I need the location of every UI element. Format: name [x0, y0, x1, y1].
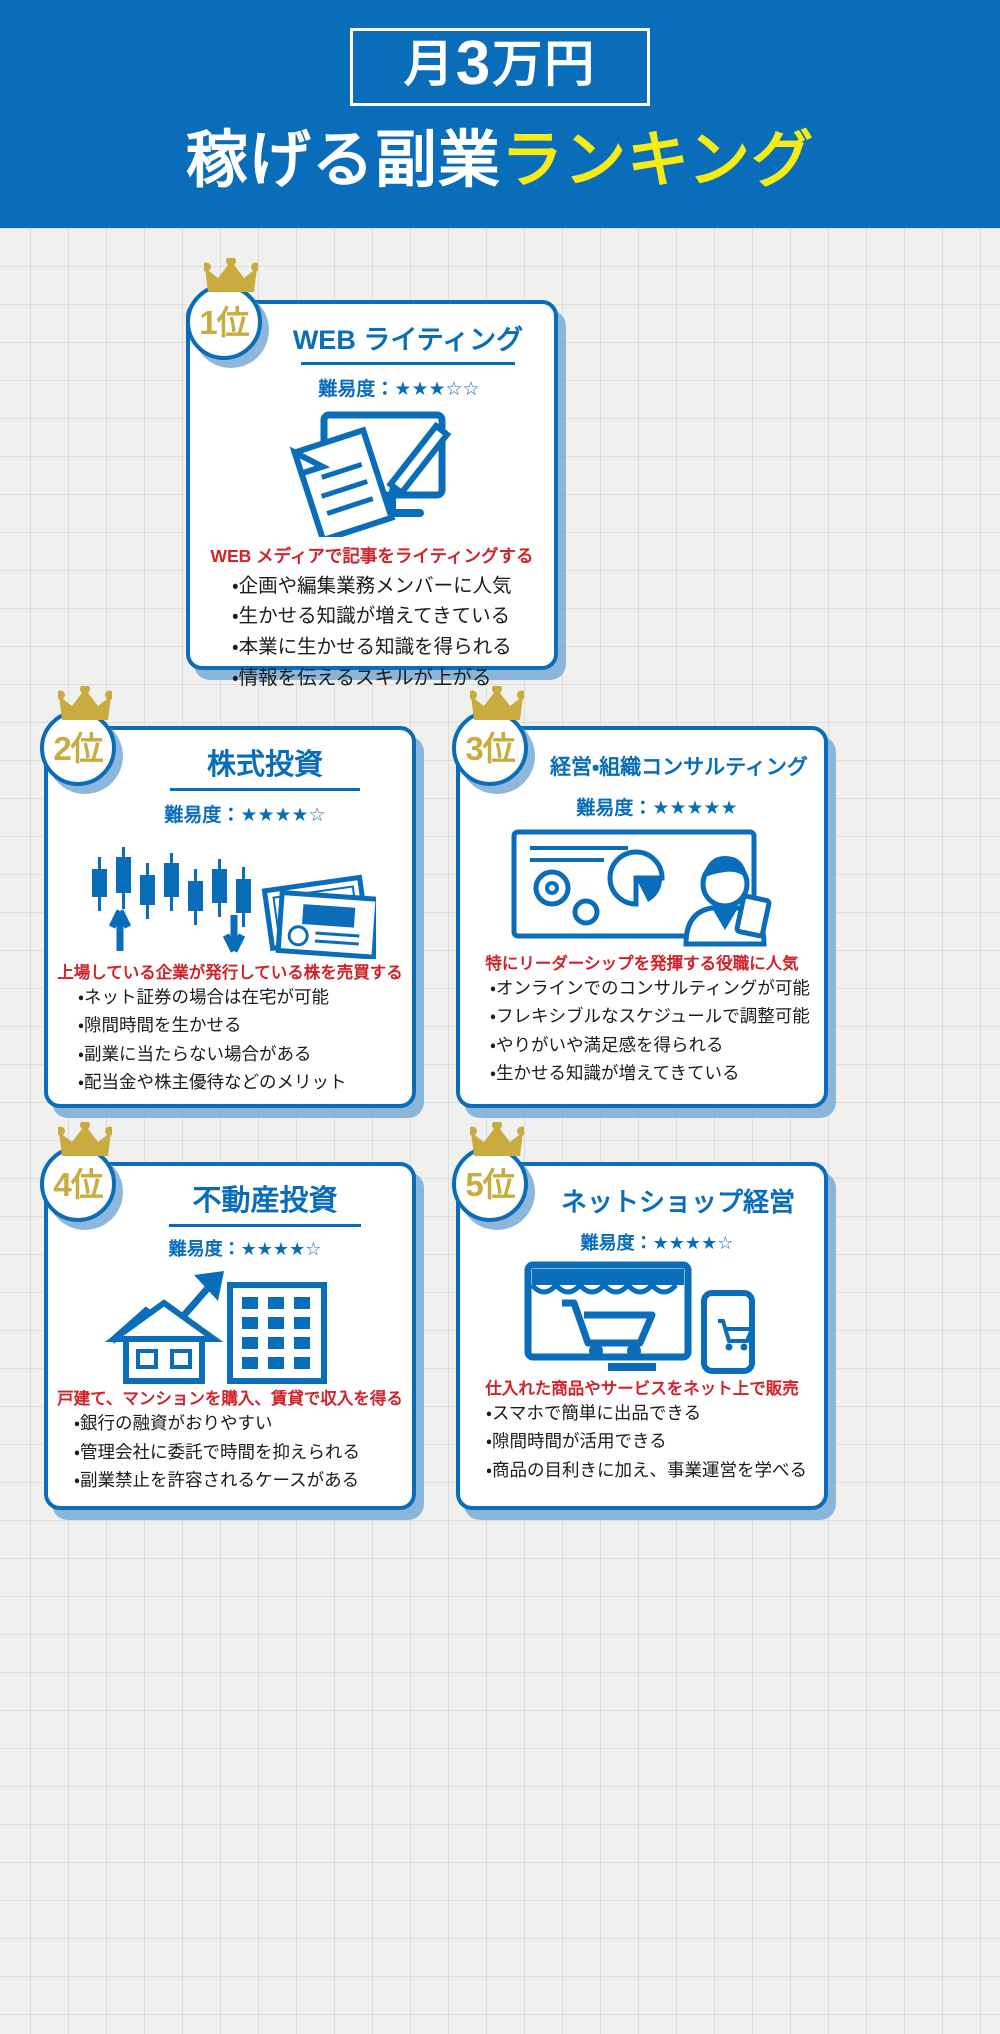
difficulty-stars-3: ★★★★★ — [652, 798, 738, 820]
list-item: ・副業禁止を許容されるケースがある — [74, 1470, 360, 1491]
difficulty-stars-4: ★★★★☆ — [240, 1238, 322, 1259]
rank-label-1: 1位 — [199, 303, 249, 341]
header-badge-text: 月3万円 — [404, 33, 596, 95]
crown-icon-5 — [470, 1122, 524, 1156]
rank-badge-4: 4位 — [40, 1146, 116, 1222]
red-headline-4: 戸建て、マンションを購入、賃貸で収入を得る — [57, 1389, 403, 1408]
bullet-list-2: ・ネット証券の場合は在宅が可能 ・隙間時間を生かせる ・副業に当たらない場合があ… — [48, 983, 412, 1096]
crown-icon-4 — [58, 1122, 112, 1156]
red-headline-5: 仕入れた商品やサービスをネット上で販売 — [485, 1379, 799, 1398]
bullet-list-4: ・銀行の融資がおりやすい ・管理会社に委託で時間を抑えられる ・副業禁止を許容さ… — [48, 1409, 412, 1495]
header-main-yellow: ランキング — [500, 126, 815, 195]
rank-card-1[interactable]: WEB ライティング 難易度：★★★☆☆ WEB メディアで記事をライティングす… — [186, 300, 558, 689]
difficulty-4: 難易度：★★★★☆ — [48, 1235, 412, 1261]
rank-label-5: 5位 — [465, 1165, 515, 1203]
list-item: ・スマホで簡単に出品できる — [486, 1402, 702, 1423]
crown-icon-3 — [470, 686, 524, 720]
difficulty-1: 難易度：★★★☆☆ — [190, 374, 554, 401]
card-title-2: 株式投資 — [206, 749, 323, 781]
title-divider-2 — [170, 787, 360, 791]
list-item: ・生かせる知識が増えてきている — [490, 1063, 740, 1084]
list-item: ・管理会社に委託で時間を抑えられる — [74, 1441, 360, 1462]
header-badge-prefix: 月 — [403, 36, 456, 92]
title-divider-1 — [301, 361, 515, 365]
house-building-growth-arrow-icon — [104, 1270, 327, 1384]
rank-badge-5: 5位 — [452, 1146, 528, 1222]
header-main-white: 稼げる副業 — [185, 126, 501, 195]
header-banner: 月3万円 稼げる副業ランキング — [0, 0, 1000, 228]
bullet-list-3: ・オンラインでのコンサルティングが可能 ・フレキシブルなスケジュールで調整可能 … — [460, 974, 824, 1087]
difficulty-label-3: 難易度： — [576, 798, 653, 820]
difficulty-label-2: 難易度： — [164, 804, 241, 826]
ecommerce-cart-monitor-phone-icon — [524, 1261, 755, 1374]
rank-card-4[interactable]: 不動産投資 難易度：★★★★☆ 戸建て、マンションを購入、賃貸で収入を得る ・銀… — [44, 1162, 416, 1510]
list-item: ・副業に当たらない場合がある — [78, 1043, 312, 1064]
card-title-5: ネットショップ経営 — [560, 1187, 795, 1217]
card-title-1: WEB ライティング — [292, 325, 524, 355]
list-item: ・隙間時間を生かせる — [78, 1015, 242, 1036]
difficulty-stars-2: ★★★★☆ — [240, 804, 326, 826]
rank-label-4: 4位 — [53, 1165, 103, 1203]
document-pen-monitor-icon — [289, 411, 452, 537]
rank-badge-2: 2位 — [40, 710, 116, 786]
header-main-title: 稼げる副業ランキング — [186, 128, 814, 193]
crown-icon-2 — [58, 686, 112, 720]
bullet-list-1: ・企画や編集業務メンバーに人気 ・生かせる知識が増えてきている ・本業に生かせる… — [190, 571, 554, 694]
list-item: ・商品の目利きに加え、事業運営を学べる — [486, 1459, 807, 1480]
rank-card-3[interactable]: 経営・組織コンサルティング 難易度：★★★★★ 特にリーダーシップを発揮する役職… — [456, 726, 828, 1108]
list-item: ・本業に生かせる知識を得られる — [232, 636, 512, 659]
difficulty-5: 難易度：★★★★☆ — [460, 1229, 824, 1255]
candlestick-chart-stock-certificate-icon — [92, 846, 376, 959]
rank-card-2[interactable]: 株式投資 難易度：★★★★☆ — [44, 726, 416, 1108]
list-item: ・情報を伝えるスキルが上がる — [232, 667, 492, 690]
consultant-presentation-icon — [511, 829, 772, 947]
crown-icon-1 — [204, 258, 258, 292]
card-title-3: 経営・組織コンサルティング — [550, 756, 808, 779]
red-headline-2: 上場している企業が発行している株を売買する — [57, 963, 403, 982]
header-badge-number: 3 — [455, 29, 493, 98]
list-item: ・生かせる知識が増えてきている — [232, 605, 511, 628]
difficulty-2: 難易度：★★★★☆ — [48, 800, 412, 827]
difficulty-3: 難易度：★★★★★ — [460, 793, 824, 820]
red-headline-3: 特にリーダーシップを発揮する役職に人気 — [485, 955, 799, 974]
list-item: ・ネット証券の場合は在宅が可能 — [78, 986, 329, 1007]
header-badge-box: 月3万円 — [350, 28, 650, 106]
title-divider-4 — [169, 1223, 361, 1227]
header-badge-suffix: 万円 — [492, 36, 597, 92]
rank-label-2: 2位 — [53, 729, 103, 767]
difficulty-label-4: 難易度： — [168, 1238, 241, 1259]
list-item: ・隙間時間が活用できる — [486, 1431, 667, 1452]
list-item: ・やりがいや満足感を得られる — [490, 1034, 724, 1055]
list-item: ・オンラインでのコンサルティングが可能 — [490, 978, 810, 999]
difficulty-stars-1: ★★★☆☆ — [394, 378, 480, 400]
rank-label-3: 3位 — [465, 729, 515, 767]
bullet-list-5: ・スマホで簡単に出品できる ・隙間時間が活用できる ・商品の目利きに加え、事業運… — [460, 1399, 824, 1485]
rank-card-5[interactable]: ネットショップ経営 難易度：★★★★☆ 仕入れた商品やサービスをネット上で販売 … — [456, 1162, 828, 1510]
card-title-4: 不動産投資 — [192, 1185, 338, 1217]
red-headline-1: WEB メディアで記事をライティングする — [210, 545, 534, 566]
difficulty-label-1: 難易度： — [318, 378, 395, 400]
list-item: ・銀行の融資がおりやすい — [74, 1412, 273, 1433]
difficulty-stars-5: ★★★★☆ — [652, 1232, 734, 1253]
difficulty-label-5: 難易度： — [580, 1232, 653, 1253]
list-item: ・企画や編集業務メンバーに人気 — [232, 574, 512, 597]
rank-badge-3: 3位 — [452, 710, 528, 786]
list-item: ・配当金や株主優待などのメリット — [78, 1071, 347, 1092]
list-item: ・フレキシブルなスケジュールで調整可能 — [490, 1006, 810, 1027]
